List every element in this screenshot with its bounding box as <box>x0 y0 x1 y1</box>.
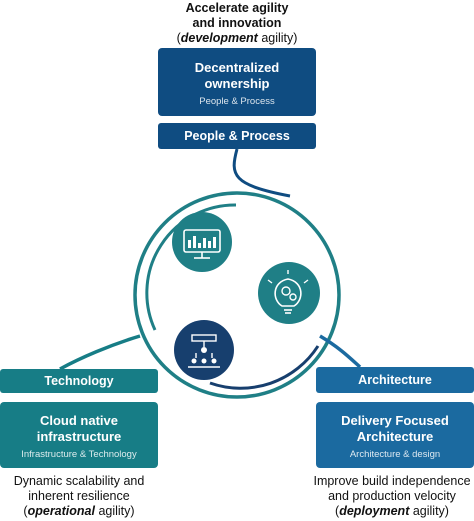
connector-left <box>59 334 141 371</box>
right-caption-line2: and production velocity <box>328 489 456 503</box>
top-box-title-line2: ownership <box>204 76 270 91</box>
left-box-subtitle: Infrastructure & Technology <box>21 449 137 460</box>
top-caption-line1: Accelerate agility <box>185 1 289 15</box>
inner-spiral <box>145 203 237 331</box>
delivery-focused-box: Delivery Focused Architecture Architectu… <box>316 402 474 468</box>
right-box-subtitle: Architecture & design <box>349 449 441 460</box>
left-box-title-line2: infrastructure <box>36 429 122 444</box>
right-caption-line1: Improve build independence <box>313 474 471 488</box>
top-caption-line2: and innovation <box>192 16 282 30</box>
top-box-title-line1: Decentralized <box>194 60 280 75</box>
right-caption: Improve build independence and productio… <box>310 474 474 519</box>
right-box-title-line2: Architecture <box>356 429 434 444</box>
people-process-bar: People & Process <box>158 123 316 149</box>
left-caption-line2: inherent resilience <box>28 489 130 503</box>
technology-bar: Technology <box>0 369 158 393</box>
network-people-icon <box>174 320 234 380</box>
right-box-title-line1: Delivery Focused <box>341 413 449 428</box>
decentralized-ownership-box: Decentralized ownership People & Process <box>158 48 316 116</box>
right-caption-emphasis: deployment <box>339 504 410 518</box>
cloud-native-box: Cloud native infrastructure Infrastructu… <box>0 402 158 468</box>
left-box-title-line1: Cloud native <box>39 413 118 428</box>
top-caption-emphasis: development <box>180 31 258 45</box>
left-caption: Dynamic scalability and inherent resilie… <box>0 474 158 519</box>
top-box-subtitle: People & Process <box>199 96 275 107</box>
left-caption-line3: (operational agility) <box>23 504 135 518</box>
right-caption-line3: (deployment agility) <box>335 504 449 518</box>
outer-ring <box>133 191 341 399</box>
connector-right <box>319 334 362 369</box>
gear-lightbulb-icon <box>258 262 320 324</box>
connector-top <box>232 148 291 198</box>
architecture-bar: Architecture <box>316 367 474 393</box>
top-caption: Accelerate agility and innovation (devel… <box>137 1 337 46</box>
top-caption-line3: (development agility) <box>176 31 298 45</box>
inner-spiral-lower <box>209 345 320 390</box>
monitor-dashboard-icon <box>172 212 232 272</box>
left-caption-emphasis: operational <box>27 504 95 518</box>
left-caption-line1: Dynamic scalability and <box>13 474 145 488</box>
